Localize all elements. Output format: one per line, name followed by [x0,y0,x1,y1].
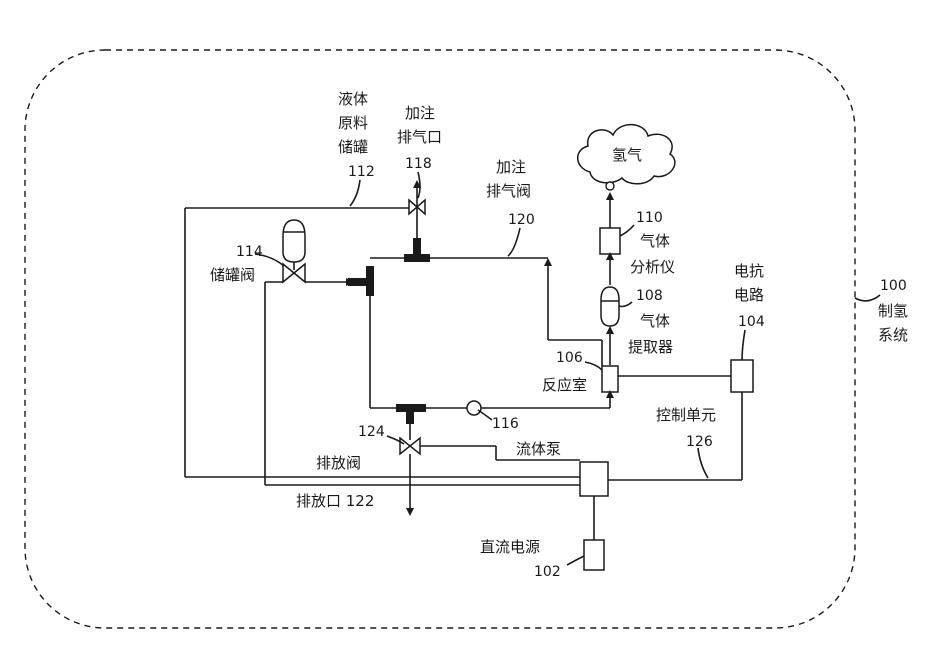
control-unit-box [580,462,608,496]
impedance-circuit-box [731,360,753,392]
control-unit-number: 126 [686,434,713,450]
leader-102 [567,556,584,565]
drain-valve-label: 排放阀 [316,454,361,472]
storage-vessel [283,220,305,262]
gas-analyzer-number: 110 [636,210,663,226]
tank-valve-number: 114 [236,244,263,260]
leader-120 [508,228,520,256]
leader-100 [855,295,880,301]
drain-valve-icon [400,438,420,454]
gas-analyzer-box [600,228,620,254]
impedance-number: 104 [738,314,765,330]
leader-116 [478,410,492,420]
bottom-tee-stem [406,408,414,424]
gas-extractor-vessel [601,287,619,326]
drain-port-label: 排放口 122 [296,492,374,510]
gas-extractor-label-2: 提取器 [628,338,673,356]
fill-vent-port-label-1: 加注 [405,104,435,122]
tank-label-2: 原料 [338,114,368,132]
fill-vent-port-label-2: 排气口 [397,128,442,146]
control-unit-label: 控制单元 [656,406,716,424]
leader-104 [742,330,745,360]
fluid-pump-icon [467,401,481,415]
leader-112 [350,180,360,206]
leader-106 [585,362,602,370]
system-label-2: 系统 [878,326,908,344]
dc-power-label: 直流电源 [480,538,540,556]
fluid-pump-number: 116 [492,416,519,432]
tank-label-1: 液体 [338,90,368,108]
leader-108 [619,302,632,307]
impedance-label-2: 电路 [734,286,764,304]
reaction-chamber-number: 106 [556,350,583,366]
gas-extractor-label-1: 气体 [640,312,670,330]
hydrogen-label: 氢气 [612,146,642,164]
tank-label-3: 储罐 [338,138,368,156]
system-label-1: 制氢 [878,302,908,320]
dc-power-box [584,540,604,570]
tank-valve-label: 储罐阀 [210,266,255,284]
fill-vent-valve-number: 120 [508,212,535,228]
leader-126 [698,448,708,478]
drain-valve-number: 124 [358,424,385,440]
gas-analyzer-label-1: 气体 [640,232,670,250]
top-tee-stem [413,238,421,256]
gas-extractor-number: 108 [636,288,663,304]
fill-vent-valve-label-2: 排气阀 [486,182,531,200]
dc-power-number: 102 [534,564,561,580]
impedance-label-1: 电抗 [734,262,764,280]
leader-110 [620,225,634,236]
tank-number: 112 [348,164,375,180]
left-tee-stem [366,266,374,296]
cloud-outlet-node [606,182,614,190]
reaction-chamber-label: 反应室 [542,376,587,394]
reaction-chamber-box [602,366,618,392]
leader-118 [418,172,420,198]
gas-analyzer-label-2: 分析仪 [630,258,675,276]
fill-vent-port-number: 118 [405,156,432,172]
system-number: 100 [880,278,907,294]
fluid-pump-label: 流体泵 [516,440,561,458]
fill-vent-valve-label-1: 加注 [496,158,526,176]
